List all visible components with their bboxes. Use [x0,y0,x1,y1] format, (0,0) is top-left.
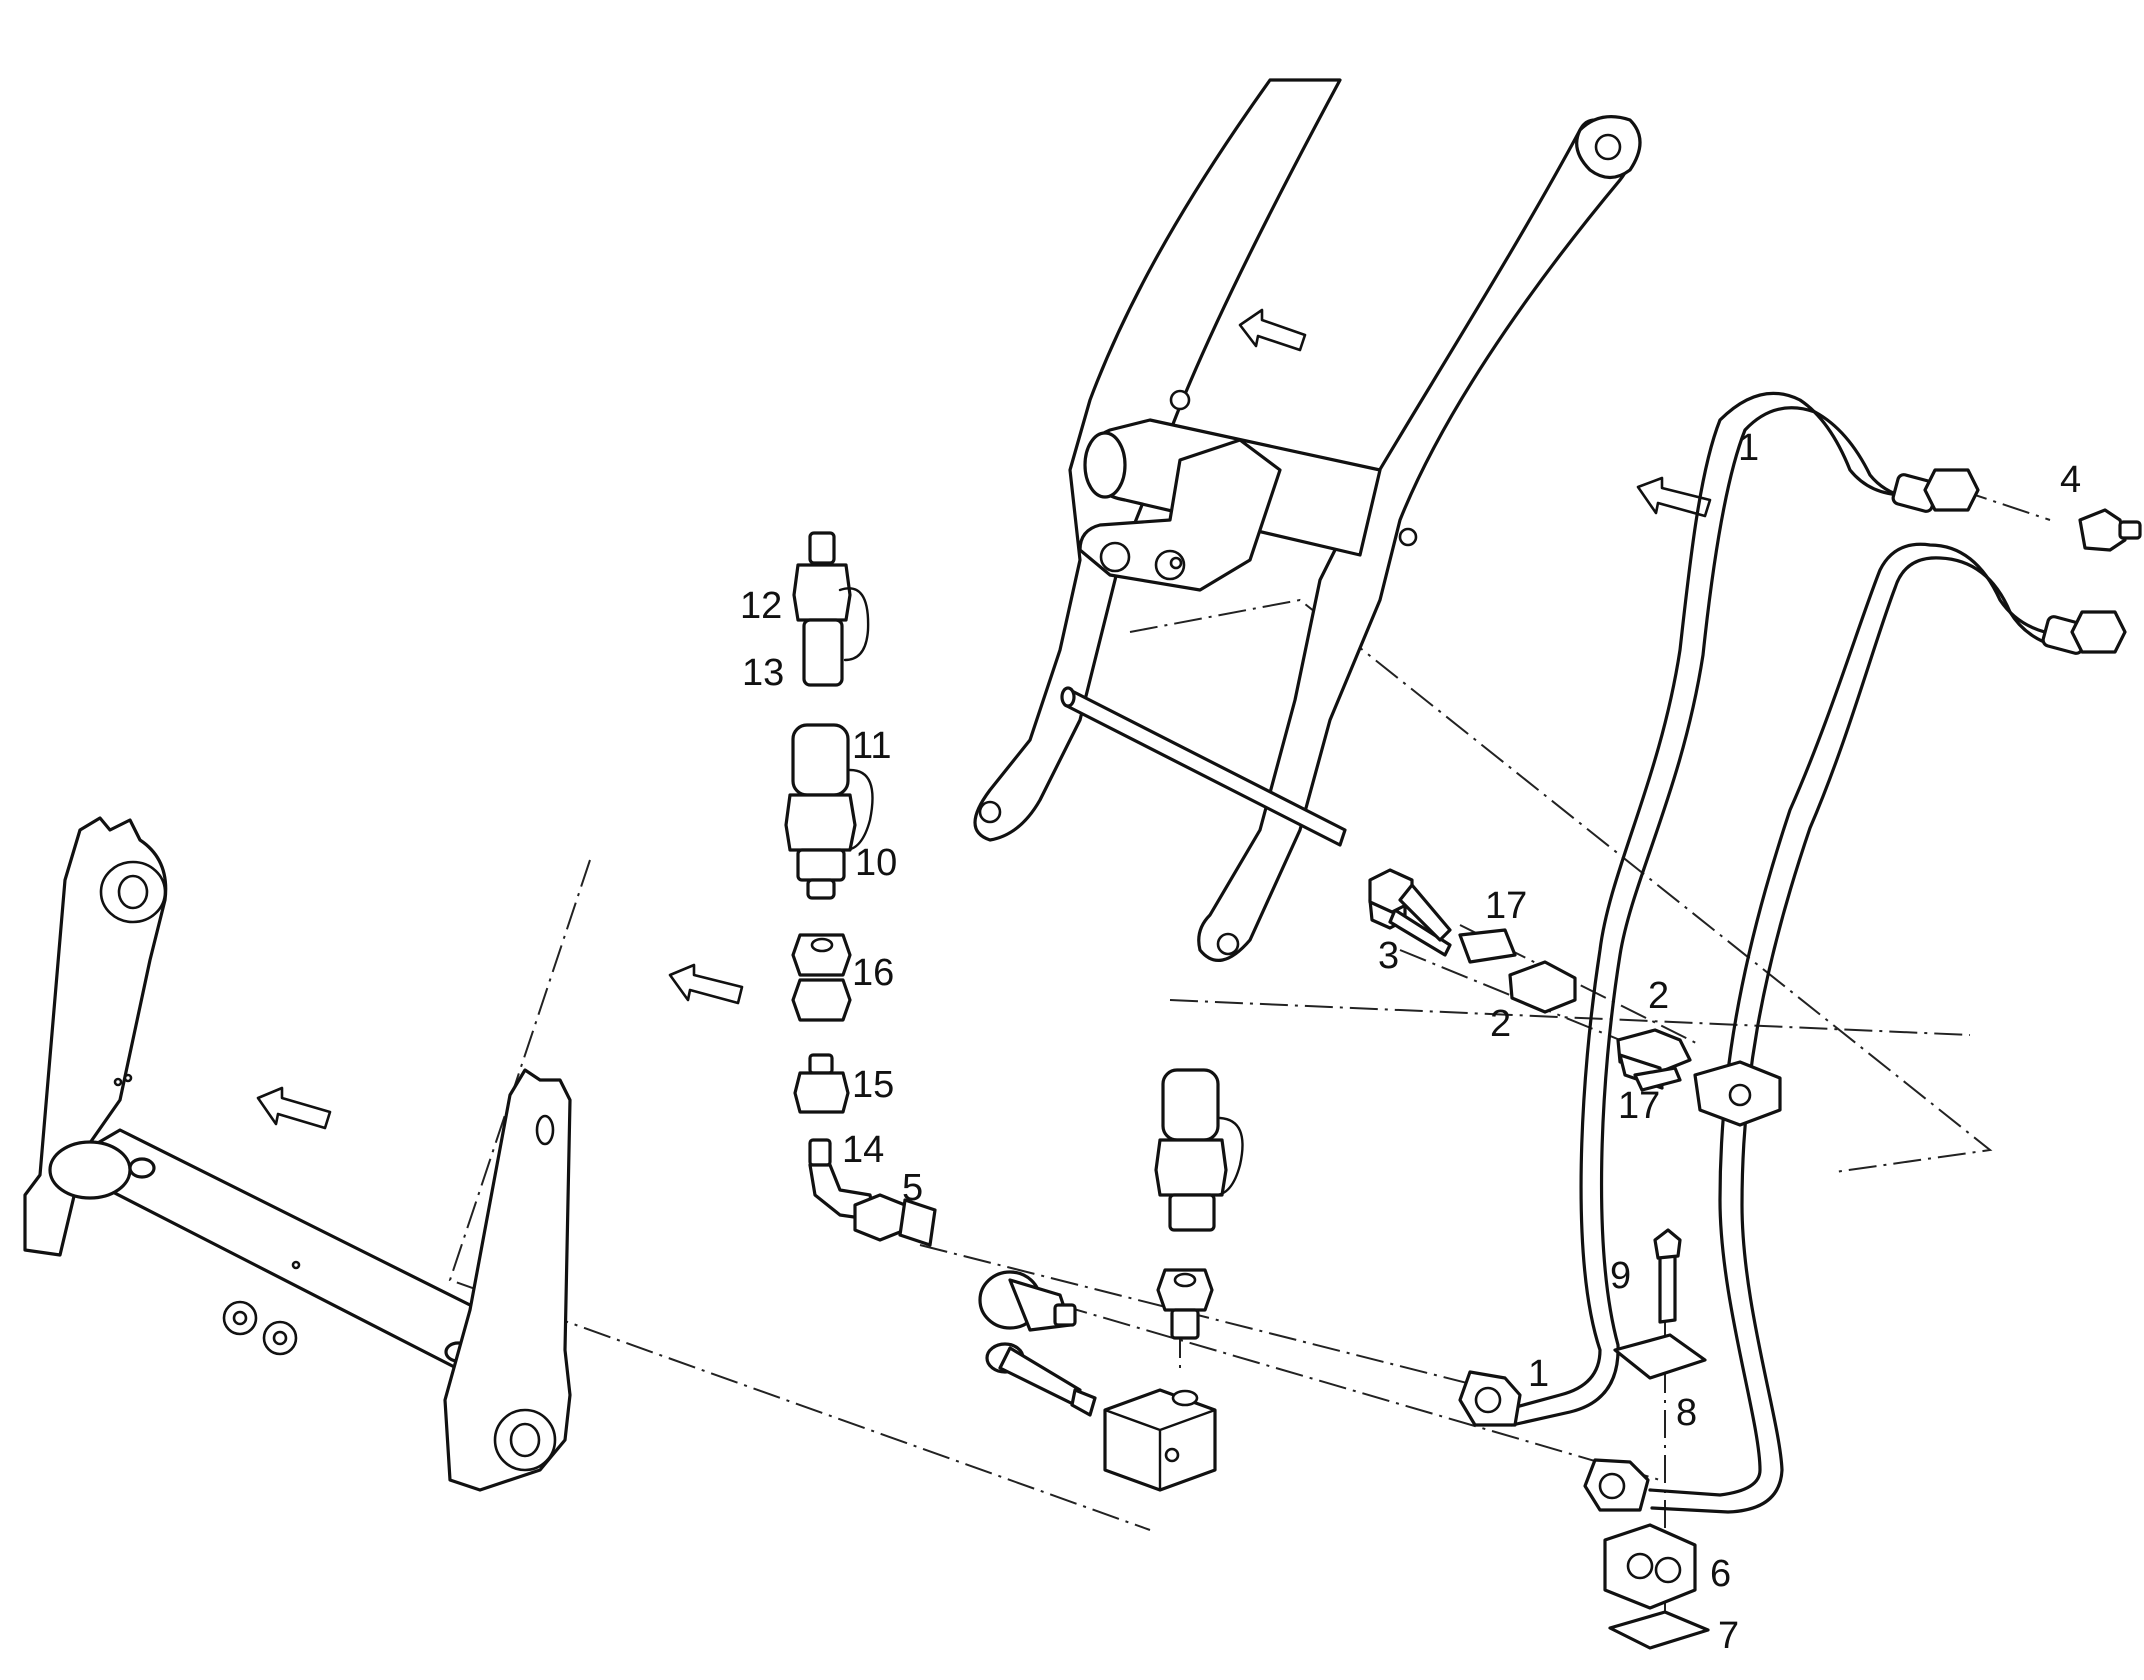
quick-coupler-stack [784,531,937,1247]
callout-2-right: 2 [1648,975,1669,1017]
callout-9: 9 [1610,1255,1631,1297]
callout-16: 16 [852,952,894,994]
hydraulic-hoses [1458,391,2127,1514]
loader-arm-assembly [973,78,1642,962]
mounting-frame [23,816,572,1492]
callout-12: 12 [740,585,782,627]
callout-2-left: 2 [1490,1003,1511,1045]
callout-10: 10 [855,842,897,884]
callout-6: 6 [1710,1553,1731,1595]
direction-arrow [1238,308,1307,352]
clamp-assembly-lower [1603,1228,1710,1650]
callout-11: 11 [852,725,891,767]
callout-13: 13 [742,652,784,694]
callout-1-lower: 1 [1528,1353,1549,1395]
lower-coupler-block [978,1068,1244,1492]
callout-8: 8 [1676,1392,1697,1434]
callout-labels: 1 1 2 2 3 4 5 6 7 8 9 10 11 12 13 14 15 … [740,427,2081,1657]
callout-1-upper: 1 [1738,427,1759,469]
callout-7: 7 [1718,1615,1739,1657]
part-4-fitting [2078,508,2142,552]
clamp-assembly-upper [1368,888,1782,1127]
direction-arrow [256,1086,332,1130]
direction-arrow [668,963,744,1005]
assembly-center-lines [448,489,2051,1630]
callout-4: 4 [2060,459,2081,501]
callout-15: 15 [852,1064,894,1106]
callout-5: 5 [902,1167,923,1209]
callout-3: 3 [1378,935,1399,977]
callout-14: 14 [842,1129,884,1171]
part-3-bolt [1368,868,1452,942]
direction-arrow [1636,476,1712,518]
callout-17-lower: 17 [1618,1085,1660,1127]
callout-17-upper: 17 [1485,885,1527,927]
